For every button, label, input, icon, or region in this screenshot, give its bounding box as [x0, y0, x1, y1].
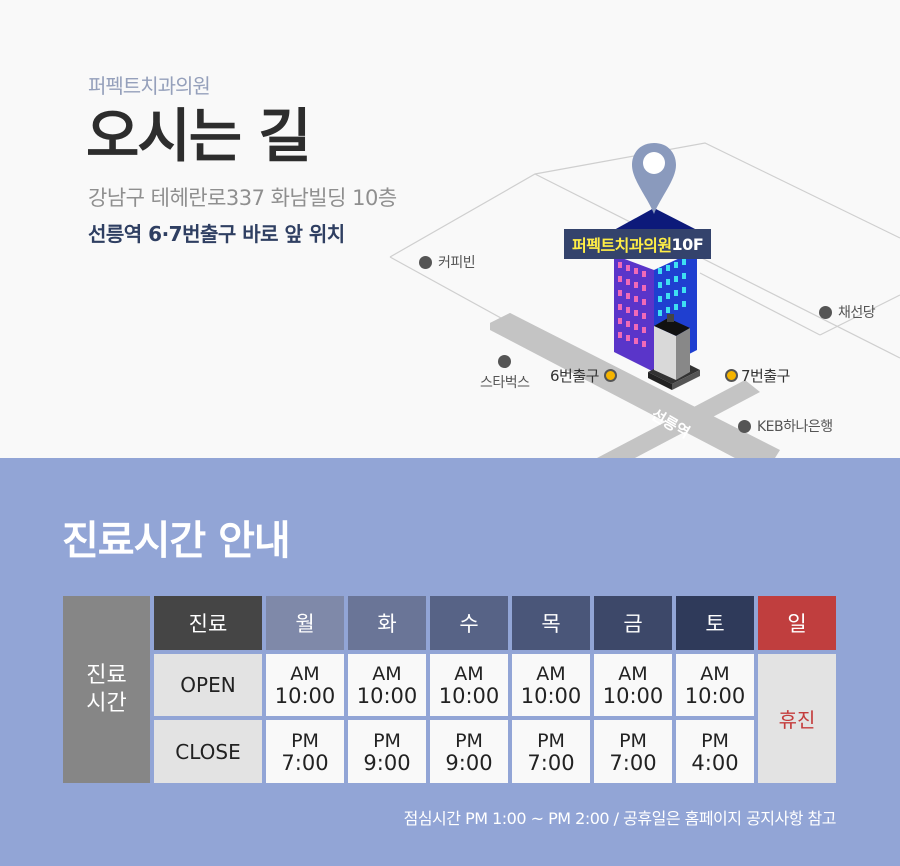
ampm: PM	[455, 729, 483, 752]
header-day-wed: 수	[430, 596, 508, 650]
ampm: AM	[536, 663, 566, 685]
ampm: PM	[619, 729, 647, 752]
exit-dot-icon	[603, 369, 617, 382]
ampm: PM	[373, 729, 401, 752]
time-value: 7:00	[281, 750, 329, 775]
header-day-fri: 금	[594, 596, 672, 650]
landmark-dot-icon	[819, 305, 832, 319]
time-value: 7:00	[609, 750, 657, 775]
header-day-sun: 일	[758, 596, 836, 650]
poi-label: 6번출구	[550, 367, 599, 385]
landmark-dot-icon	[498, 355, 512, 368]
poi-chaesundang: 채선당	[819, 302, 876, 322]
ampm: PM	[537, 729, 565, 752]
building-label-floor: 10F	[671, 234, 704, 254]
station-note: 선릉역 6·7번출구 바로 앞 위치	[88, 222, 345, 246]
time-value: 9:00	[363, 750, 411, 775]
side-label-line2: 시간	[86, 690, 127, 716]
time-value: 10:00	[684, 684, 746, 708]
exit-dot-icon	[725, 369, 738, 382]
poi-coffeebean: 커피빈	[419, 252, 476, 272]
ampm: PM	[291, 729, 319, 752]
time-value: 7:00	[527, 750, 575, 775]
poi-label: KEB하나은행	[757, 419, 833, 435]
hours-title: 진료시간 안내	[62, 518, 291, 564]
location-pin-icon	[632, 143, 676, 214]
poi-exit-7: 7번출구	[725, 365, 790, 386]
landmark-dot-icon	[419, 255, 432, 269]
directions-section: 선릉역	[86, 74, 900, 458]
row-label-close: CLOSE	[154, 720, 262, 783]
ampm: AM	[290, 663, 320, 685]
poi-label: 스타벅스	[480, 375, 530, 391]
header-corner: 진료	[154, 596, 262, 650]
building-label-name: 퍼펙트치과의원	[572, 236, 672, 255]
time-value: 10:00	[438, 684, 500, 708]
time-value: 10:00	[356, 684, 418, 708]
landmark-dot-icon	[738, 419, 751, 433]
clinic-name: 퍼펙트치과의원	[88, 74, 211, 98]
side-label-line1: 진료	[86, 662, 127, 688]
header-day-mon: 월	[266, 596, 344, 650]
time-value: 10:00	[520, 684, 582, 708]
map-block-lines	[389, 142, 900, 379]
poi-keb-bank: KEB하나은행	[738, 416, 833, 436]
sunday-closed: 휴진	[758, 654, 836, 783]
ampm: PM	[701, 729, 729, 752]
header-day-tue: 화	[348, 596, 426, 650]
row-label-open: OPEN	[154, 654, 262, 716]
ampm: AM	[618, 663, 648, 685]
poi-label: 7번출구	[741, 367, 790, 385]
roads	[490, 313, 780, 458]
header-day-sat: 토	[676, 596, 754, 650]
side-label: 진료 시간	[63, 596, 150, 783]
poi-exit-6: 6번출구	[550, 365, 617, 386]
poi-label: 커피빈	[438, 255, 476, 271]
time-value: 9:00	[445, 750, 493, 775]
header-day-thu: 목	[512, 596, 590, 650]
time-value: 4:00	[691, 750, 739, 775]
ampm: AM	[700, 663, 730, 685]
time-value: 10:00	[274, 684, 336, 708]
ampm: AM	[454, 663, 484, 685]
address-text: 강남구 테헤란로337 화남빌딩 10층	[88, 186, 397, 210]
lunch-footnote: 점심시간 PM 1:00 ~ PM 2:00 / 공휴일은 홈페이지 공지사항 …	[403, 809, 837, 828]
poi-starbucks: 스타벅스	[480, 355, 530, 392]
ampm: AM	[372, 663, 402, 685]
time-value: 10:00	[602, 684, 664, 708]
poi-label: 채선당	[838, 305, 876, 321]
page-title: 오시는 길	[86, 102, 312, 170]
